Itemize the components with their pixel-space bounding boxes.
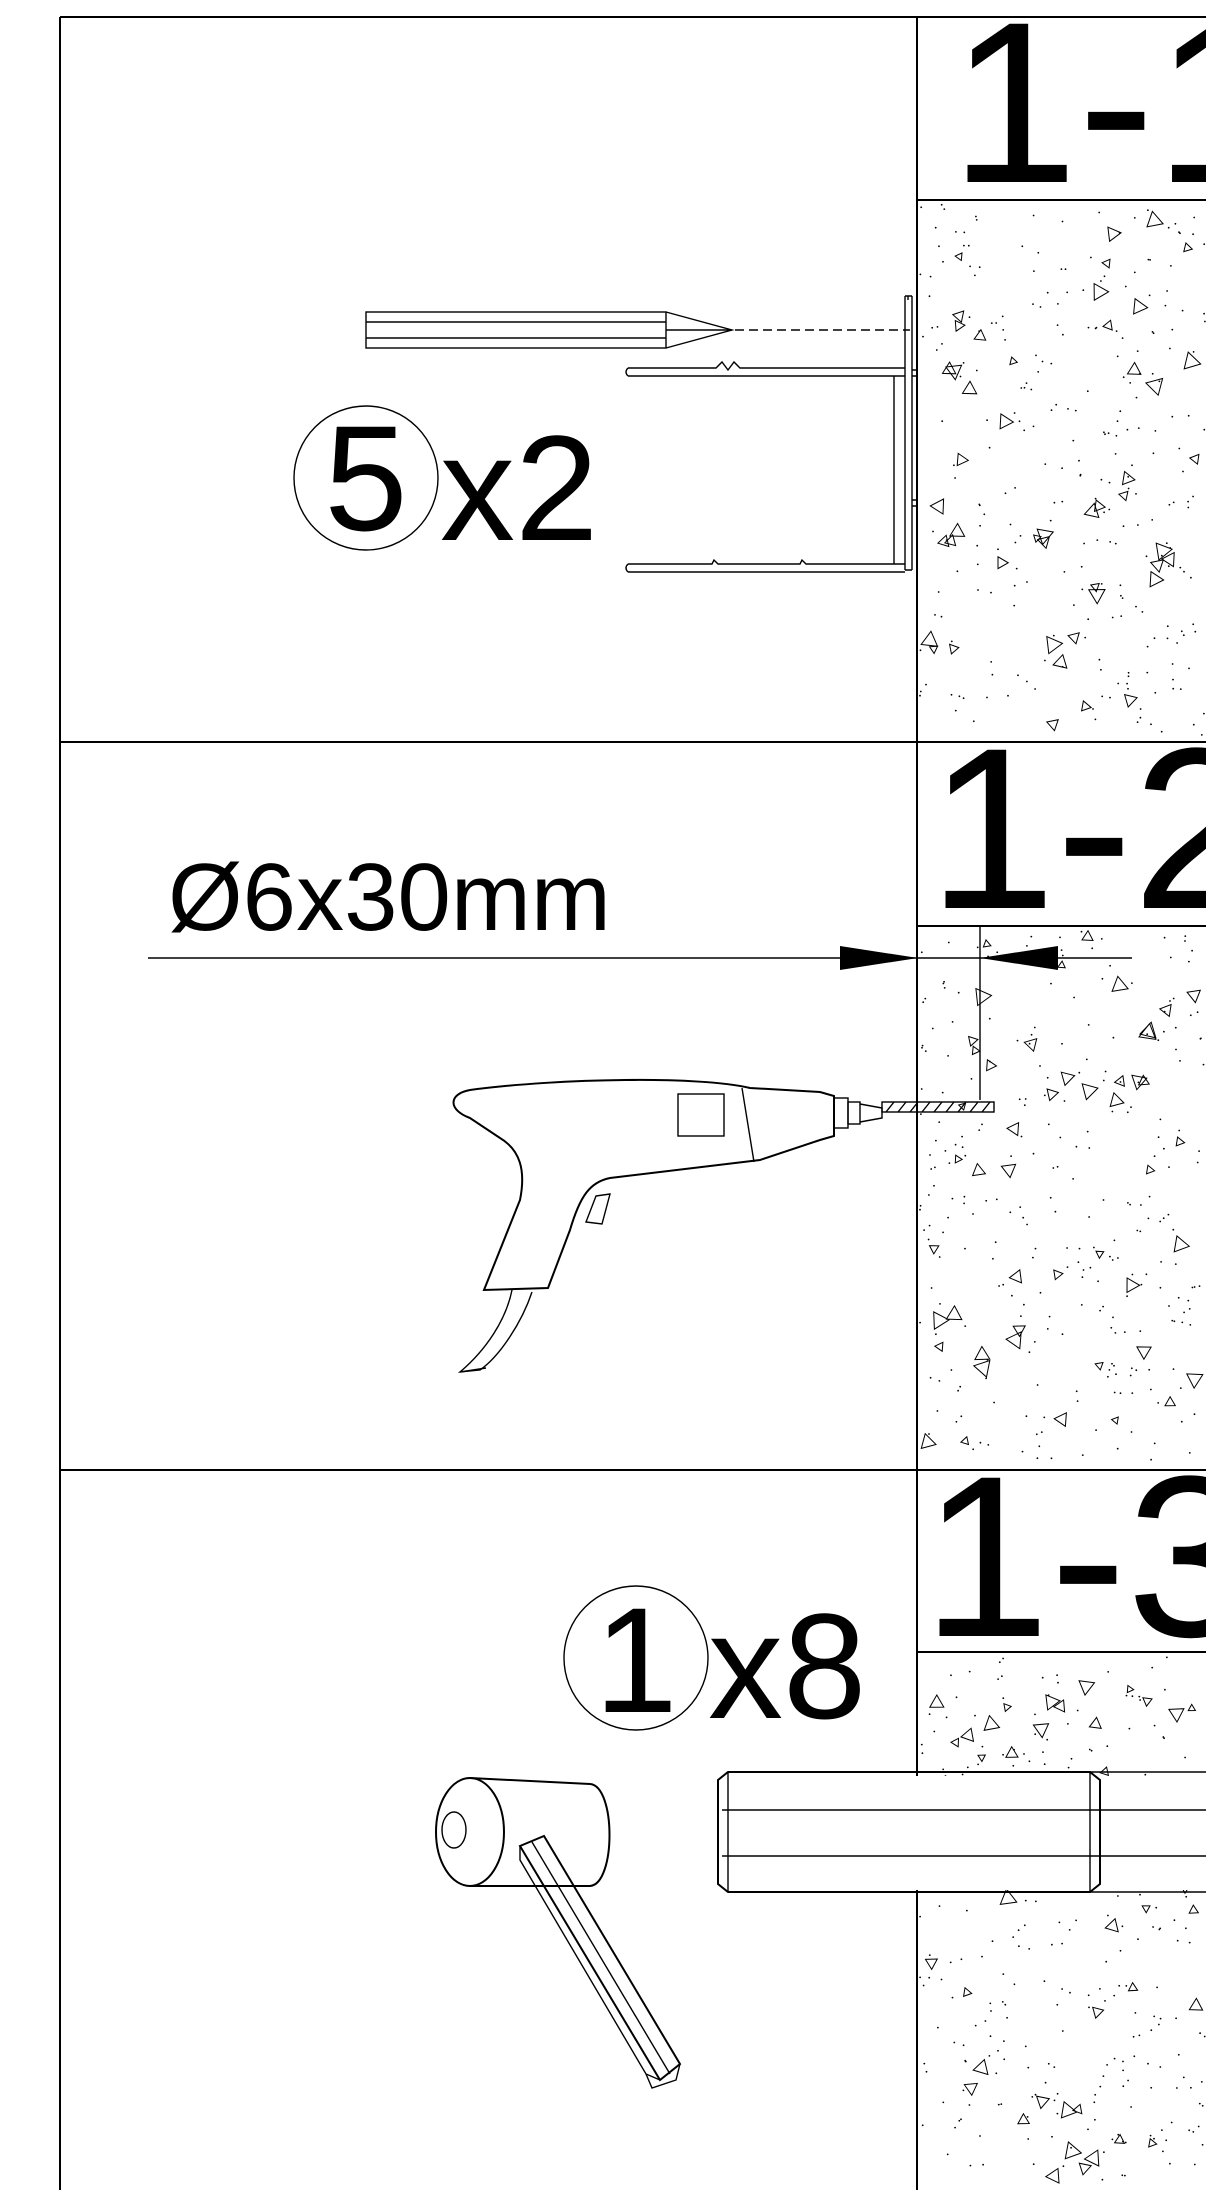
- mallet-icon: [435, 1777, 682, 2089]
- profile-channel-icon: [625, 295, 918, 573]
- step-label: 1-2: [928, 700, 1206, 957]
- part-number-circle: [293, 405, 439, 551]
- part-callout-5: 5 x2: [293, 394, 598, 572]
- drill-bit-icon: [881, 1101, 995, 1113]
- part-number-circle: [563, 1585, 709, 1731]
- wall-plug-icon: [717, 1771, 1206, 1893]
- quantity: x8: [708, 1582, 866, 1750]
- step-label: 1-3: [922, 1428, 1206, 1685]
- quantity: x2: [440, 404, 598, 572]
- drill-size-label: Ø6x30mm: [168, 844, 611, 951]
- part-number: 5: [324, 394, 407, 562]
- dimension-line: [148, 926, 1132, 1100]
- drill-icon: [452, 1078, 883, 1373]
- step-label: 1-1: [950, 0, 1206, 231]
- part-callout-1: 1 x8: [563, 1576, 866, 1750]
- part-number: 1: [594, 1576, 677, 1744]
- screw-icon: [365, 311, 910, 349]
